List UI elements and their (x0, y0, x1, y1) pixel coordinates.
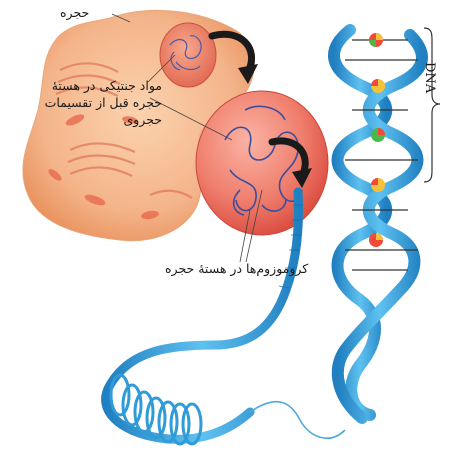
dna-helix (334, 30, 422, 418)
label-dna: DNA (422, 62, 437, 93)
label-chromosomes: کروموزوم‌ها در هستهٔ حجره (165, 260, 308, 277)
cell-nucleus (160, 23, 216, 87)
label-cell: حجره (60, 4, 89, 21)
label-genetic-material-line3: حجروی (2, 111, 162, 128)
fine-thread (250, 402, 345, 438)
label-genetic-material-line1: مواد جنتیکی در هستهٔ (2, 77, 162, 94)
label-genetic-material-line2: حجره قبل از تقسیمات (2, 94, 162, 111)
label-genetic-material: مواد جنتیکی در هستهٔ حجره قبل از تقسیمات… (2, 77, 162, 128)
